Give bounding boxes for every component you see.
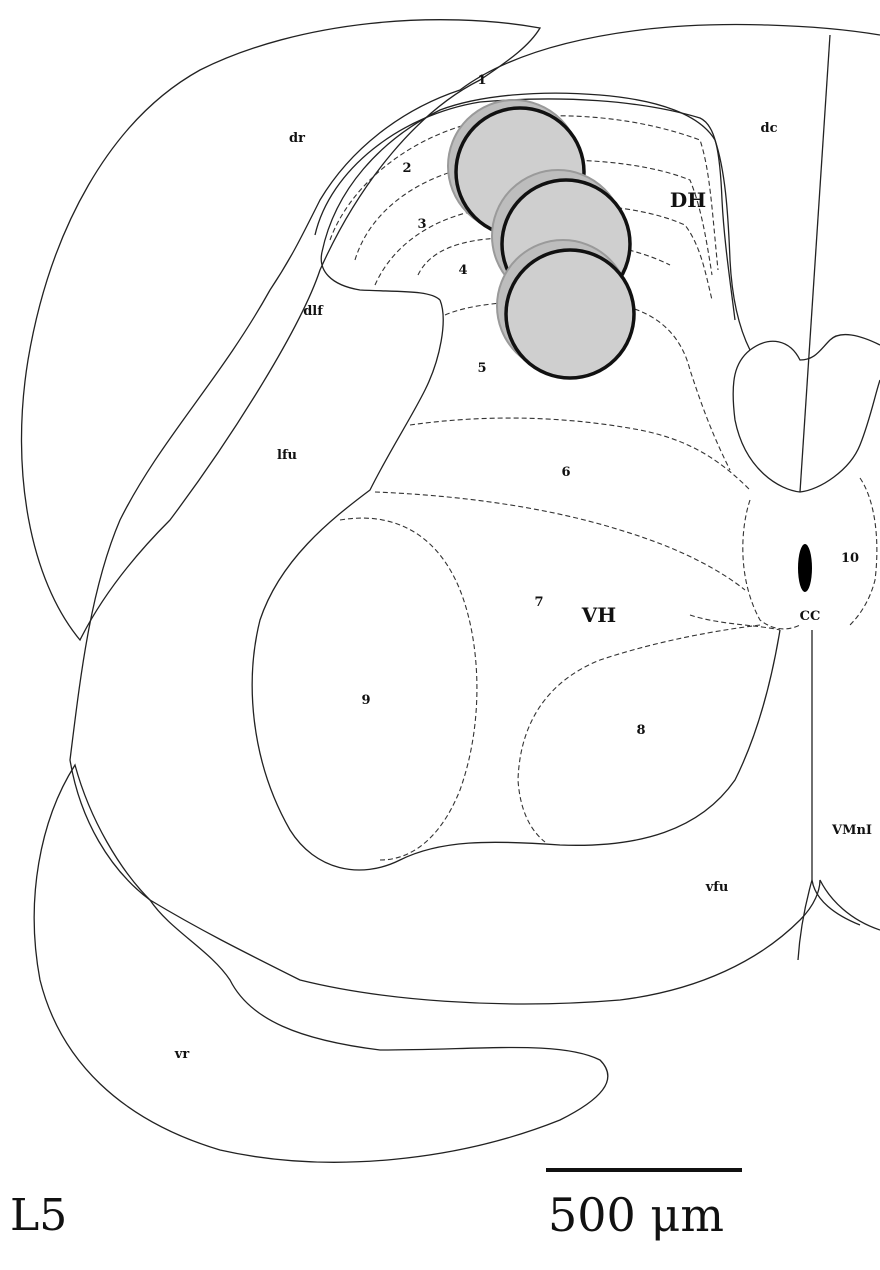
dorsal-column-outline [733,335,880,492]
scale-bar-label: 500 μm [548,1188,724,1242]
label-lamina-4: 4 [458,263,467,278]
label-lamina-9: 9 [361,693,370,708]
dlf-notch-outline [321,252,440,300]
label-vmni: VMnI [831,823,872,838]
dorsal-root-outline [21,20,540,640]
label-lamina-8: 8 [636,723,645,738]
dorsal-median-septum [800,35,830,492]
label-ventral-horn: VH [581,603,616,627]
label-lfu: lfu [277,448,297,463]
ventral-root-outline [34,765,608,1162]
spinal-level-label: L5 [10,1190,67,1241]
label-lamina-2: 2 [402,161,411,176]
lamina-7-boundary [375,492,745,590]
label-dorsal-root: dr [289,131,305,146]
label-lamina-6: 6 [561,465,570,480]
label-dlf: dlf [303,304,324,319]
label-lamina-10: 10 [841,551,859,566]
label-lamina-3: 3 [417,217,426,232]
ventral-fissure-outline [798,880,860,960]
label-vfu: vfu [705,880,729,895]
label-lamina-1: 1 [477,73,486,88]
label-dorsal-horn: DH [670,188,706,212]
label-lamina-5: 5 [477,361,486,376]
label-lamina-7: 7 [534,595,543,610]
lamina-6-boundary [410,418,750,490]
scale-bar [546,1168,742,1172]
central-canal-mark [798,544,812,592]
label-dorsal-column: dc [760,121,777,136]
lamina-9-boundary [340,518,477,860]
label-vr: vr [174,1047,190,1062]
label-central-canal: CC [800,609,821,624]
lamina-10-floor [690,615,780,630]
